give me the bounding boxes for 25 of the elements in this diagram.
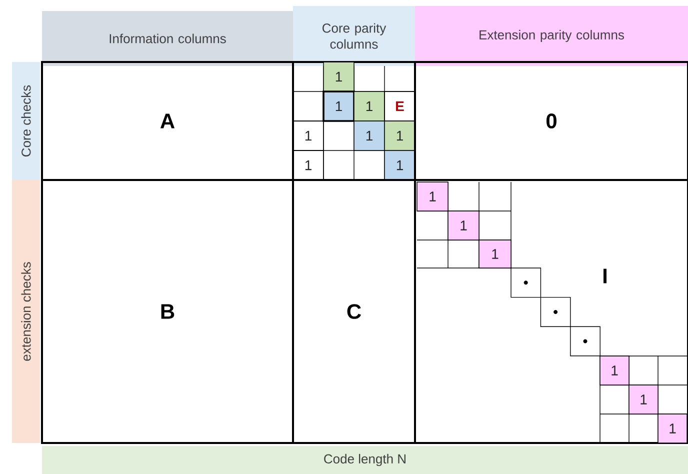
matrix-cell: 1 — [384, 150, 416, 180]
matrix-block: 0 — [414, 61, 688, 181]
matrix-cell: 1 — [628, 384, 658, 414]
matrix-block: A — [41, 61, 294, 181]
length-band: Code length N — [42, 446, 688, 474]
matrix-block: B — [41, 179, 294, 444]
matrix-cell: 1 — [322, 90, 355, 122]
row-band: extension checks — [12, 180, 40, 443]
column-band: Information columns — [42, 11, 293, 66]
column-band: Core parity columns — [293, 6, 415, 66]
matrix-cell: 1 — [658, 414, 688, 444]
matrix-cell: 1 — [600, 356, 630, 386]
row-band: Core checks — [12, 62, 40, 180]
matrix-block — [292, 61, 416, 181]
matrix-cell: 1 — [384, 120, 416, 151]
matrix-cell: 1 — [354, 120, 385, 151]
column-band: Extension parity columns — [415, 6, 688, 66]
matrix-cell: 1 — [292, 150, 324, 180]
matrix-block: C — [292, 179, 416, 444]
matrix-cell: 1 — [448, 210, 480, 240]
matrix-cell: 1 — [292, 120, 324, 151]
matrix-cell: 1 — [323, 62, 354, 92]
matrix-cell: 1 — [416, 182, 448, 212]
matrix-cell: 1 — [354, 91, 385, 122]
matrix-cell: 1 — [478, 240, 512, 268]
